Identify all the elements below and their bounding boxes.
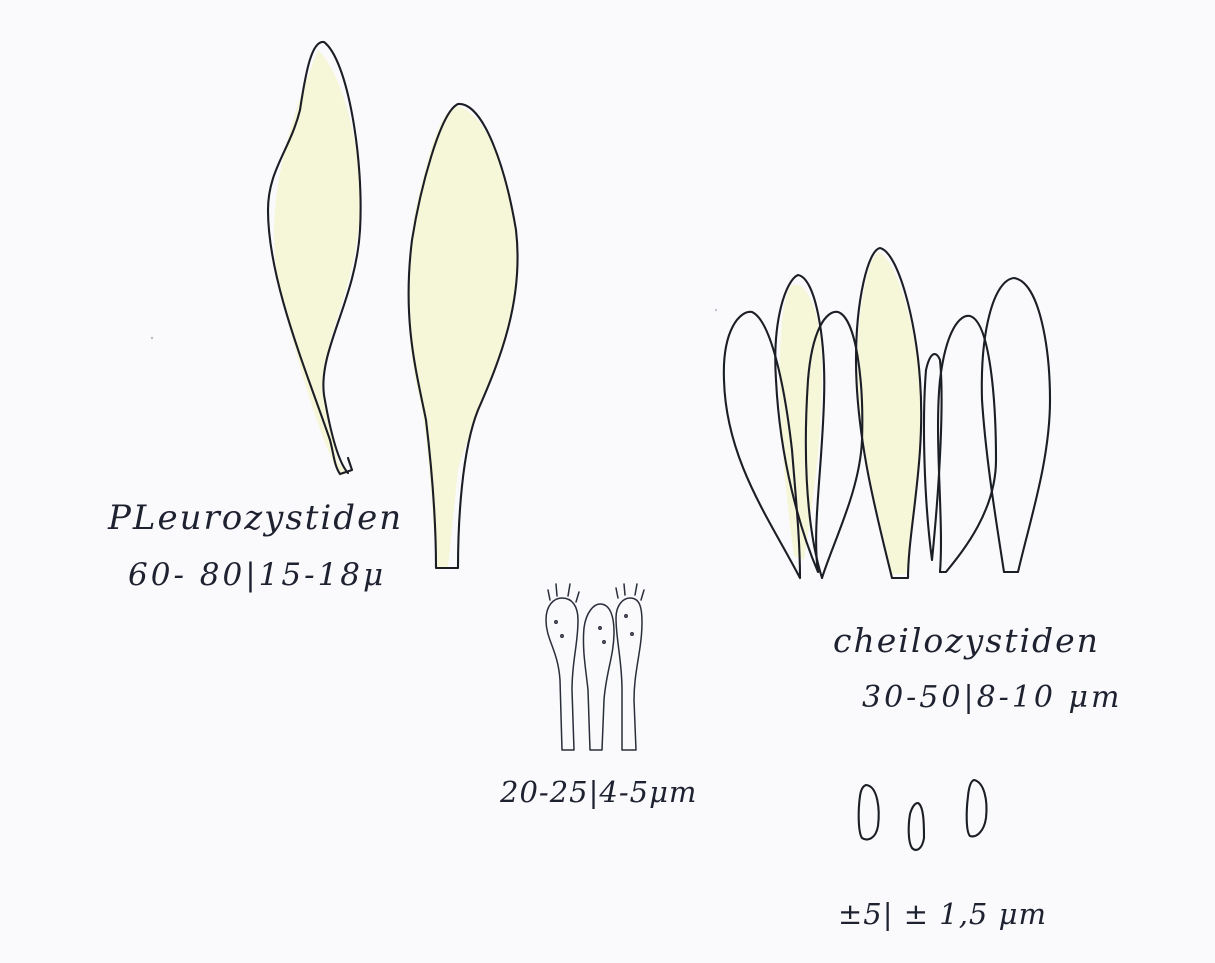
basidia-group — [546, 584, 644, 750]
cheilocystidia-group — [724, 248, 1050, 578]
pleurocystidium-right — [408, 106, 518, 568]
spore-1 — [859, 785, 879, 840]
spore-size-label: ±5| ± 1,5 μm — [838, 897, 1047, 931]
cheilocystidium-6 — [938, 316, 996, 572]
spore-2 — [909, 803, 924, 850]
pleurocystidia-size-label: 60- 80|15-18μ — [128, 557, 386, 593]
basidia-size-label: 20-25|4-5μm — [500, 775, 697, 809]
basidium-2 — [583, 604, 614, 750]
pleurocystidia-group — [268, 42, 518, 568]
basidia-granules — [555, 615, 633, 643]
basidium-1 — [546, 598, 578, 750]
basidium-3 — [616, 598, 642, 750]
cheilocystidia-size-label: 30-50|8-10 μm — [862, 680, 1122, 715]
spore-3 — [967, 780, 987, 836]
pleurocystidia-title: PLeurozystiden — [108, 498, 403, 538]
cheilocystidia-title: cheilozystiden — [833, 621, 1100, 660]
cheilocystidium-7 — [982, 278, 1050, 572]
basidium-1-sterigmata — [548, 584, 579, 602]
pleurocystidium-left — [274, 50, 360, 476]
spores-group — [859, 780, 987, 850]
